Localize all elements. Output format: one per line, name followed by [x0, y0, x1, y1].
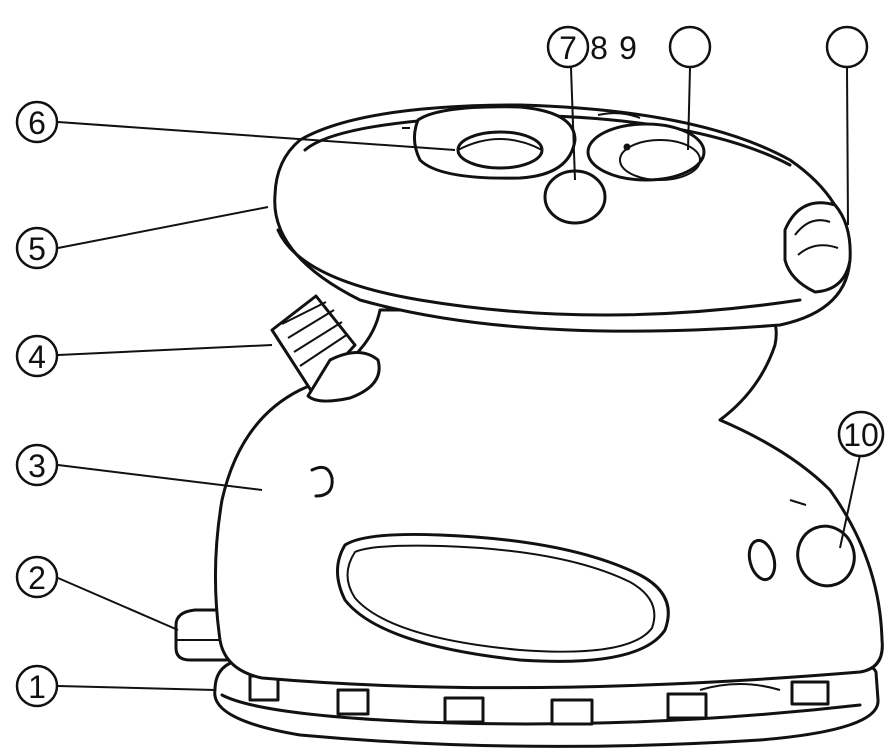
- callout-9-label: 9: [619, 30, 637, 66]
- callout-3-label: 3: [28, 448, 46, 484]
- callout-7-label: 7: [559, 30, 577, 66]
- callout-blank-right: [825, 25, 869, 69]
- callout-6-label: 6: [28, 105, 46, 141]
- callout-9: 9: [619, 25, 712, 69]
- callout-8: 8: [590, 30, 608, 66]
- top-controls: [402, 105, 706, 225]
- leader-lines: [57, 67, 861, 691]
- iron-body: [213, 308, 884, 690]
- callout-7: 7: [546, 25, 590, 69]
- callout-5: 5: [15, 226, 59, 270]
- callout-6: 6: [15, 100, 59, 144]
- callout-10-label: 10: [843, 417, 879, 453]
- callout-5-label: 5: [28, 231, 46, 267]
- callout-10: 10: [837, 410, 885, 458]
- control-knob: [270, 294, 381, 403]
- callout-2: 2: [15, 555, 59, 599]
- callout-4-label: 4: [28, 339, 46, 375]
- callout-4: 4: [15, 334, 59, 378]
- callout-1-label: 1: [28, 669, 46, 705]
- callout-1: 1: [15, 664, 59, 708]
- callout-2-label: 2: [28, 560, 46, 596]
- callout-3: 3: [15, 443, 59, 487]
- callout-8-label: 8: [590, 30, 608, 66]
